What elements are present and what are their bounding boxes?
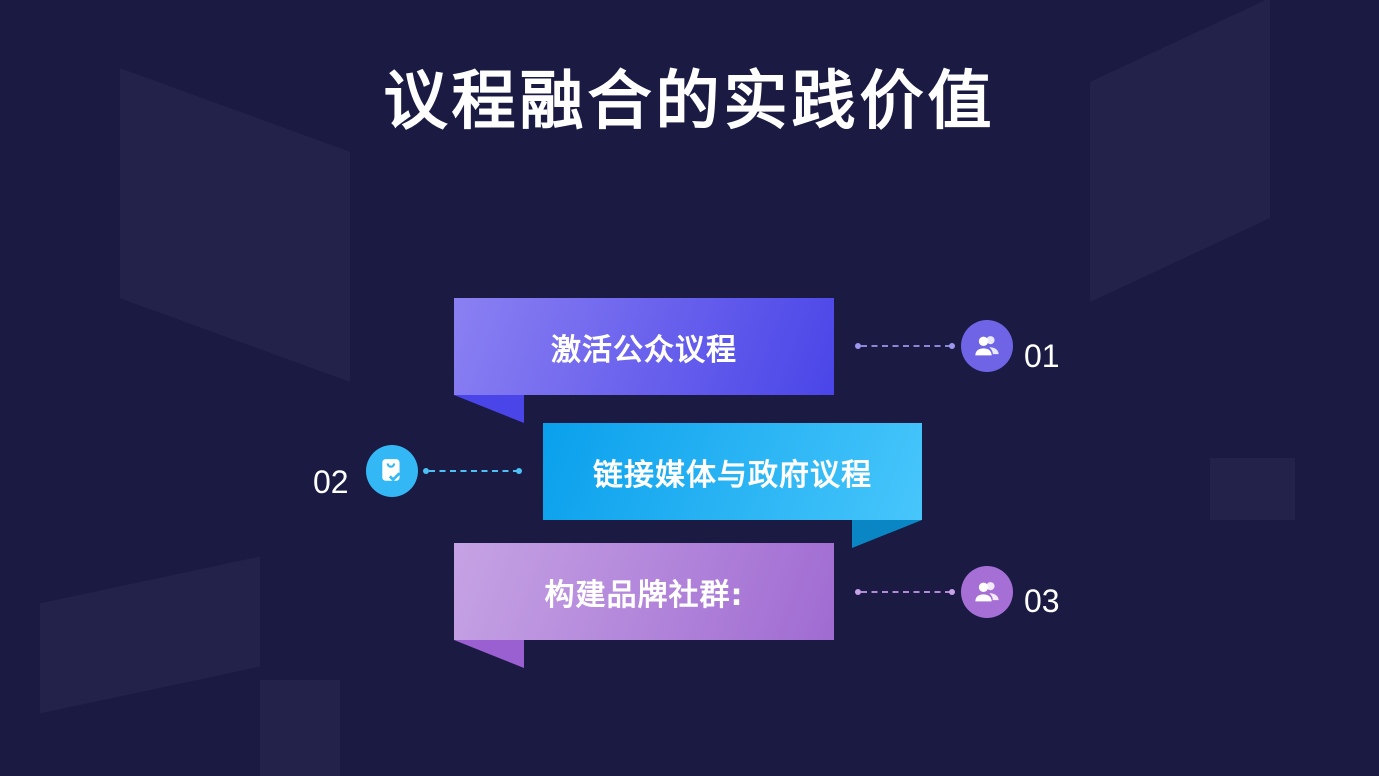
banner-label: 构建品牌社群:	[544, 577, 744, 613]
banner-build-brand-community: 构建品牌社群:	[454, 543, 834, 640]
item-icon-circle	[366, 445, 418, 497]
connector-dot	[516, 468, 522, 474]
item-icon-circle	[961, 566, 1013, 618]
users-icon	[975, 336, 999, 356]
banner-fold	[454, 395, 524, 423]
connector-dot	[423, 468, 429, 474]
banner-label: 链接媒体与政府议程	[593, 457, 872, 493]
item-number: 02	[313, 464, 349, 500]
connector-dot	[855, 343, 861, 349]
decor-shape	[260, 680, 340, 776]
banner-activate-public-agenda: 激活公众议程	[454, 298, 834, 395]
connector-line	[429, 470, 519, 472]
shopping-bag-check-icon	[382, 459, 401, 482]
decor-shape	[1210, 458, 1295, 520]
item-icon-circle	[961, 320, 1013, 372]
banner-link-media-government-agenda: 链接媒体与政府议程	[543, 423, 922, 520]
connector-dot	[949, 343, 955, 349]
connector-line	[861, 591, 951, 593]
banner-fold	[852, 520, 922, 548]
banner-fold	[454, 640, 524, 668]
item-number: 01	[1024, 338, 1060, 374]
banner-label: 激活公众议程	[551, 332, 737, 368]
connector-dot	[949, 589, 955, 595]
item-number: 03	[1024, 583, 1060, 619]
decor-shape	[40, 556, 260, 714]
page-title: 议程融合的实践价值	[383, 65, 996, 139]
decor-shape	[1090, 0, 1270, 302]
users-icon	[975, 582, 999, 602]
connector-dot	[855, 589, 861, 595]
connector-line	[861, 345, 951, 347]
